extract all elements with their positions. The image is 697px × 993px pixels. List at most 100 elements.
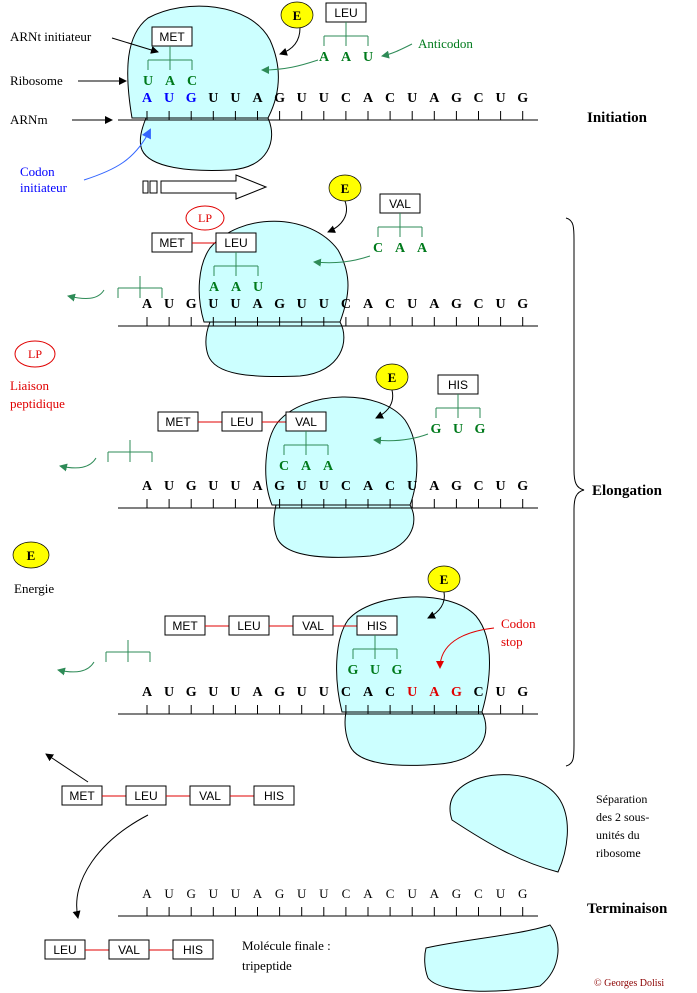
mrna-base-4: U — [208, 479, 218, 494]
ribosome-large-subunit-separated — [449, 774, 568, 873]
mrna-base-9: U — [319, 297, 329, 312]
mrna-base-13: U — [407, 685, 417, 700]
mrna-base-2: U — [164, 886, 174, 901]
anticodon-base: G — [348, 663, 359, 678]
amino-label-his: HIS — [448, 378, 468, 392]
lp-badge — [14, 340, 56, 368]
ribosome-small-subunit-separated — [424, 924, 559, 992]
mrna-base-12: C — [386, 886, 395, 901]
mrna-base-14: A — [430, 886, 440, 901]
mrna-base-17: U — [496, 685, 506, 700]
mrna-base-2: U — [164, 479, 174, 494]
mrna-base-14: A — [429, 479, 440, 494]
mrna-base-1: A — [142, 91, 153, 106]
mrna-base-11: A — [363, 479, 374, 494]
mrna-base-6: A — [252, 297, 263, 312]
anticodon-base: A — [301, 459, 312, 474]
mrna-base-6: A — [252, 91, 263, 106]
mrna-base-3: G — [187, 886, 196, 901]
mrna-base-10: C — [341, 297, 351, 312]
mrna-base-12: C — [385, 297, 395, 312]
label-separation-3: unités du — [596, 828, 640, 842]
mrna-base-6: A — [252, 479, 263, 494]
mrna-base-15: G — [451, 91, 462, 106]
amino-label-met: MET — [172, 619, 198, 633]
mrna-base-10: C — [342, 886, 351, 901]
label-anticodon: Anticodon — [418, 36, 473, 51]
mrna-base-8: U — [297, 297, 307, 312]
mrna-base-6: A — [253, 886, 263, 901]
mrna-base-16: C — [473, 479, 483, 494]
move-mark-1 — [142, 180, 149, 194]
anticodon-base: A — [395, 241, 406, 256]
amino-label-leu: LEU — [224, 236, 247, 250]
stage-elongation: Elongation — [592, 483, 663, 499]
mrna-base-2: U — [164, 91, 174, 106]
mrna-base-18: G — [517, 297, 528, 312]
mrna-base-3: G — [186, 685, 197, 700]
mrna-base-10: C — [341, 685, 351, 700]
anticodon-base: G — [475, 422, 486, 437]
mrna-base-7: G — [274, 685, 285, 700]
mrna-base-9: U — [319, 685, 329, 700]
elongation-bracket — [565, 217, 585, 767]
ribosome-small-subunit — [205, 321, 345, 378]
amino-label-his: HIS — [183, 943, 203, 957]
amino-label-met: MET — [159, 30, 185, 44]
anticodon-base: C — [373, 241, 383, 256]
label-separation-1: Séparation — [596, 792, 647, 806]
mrna-base-2: U — [164, 297, 174, 312]
mrna-base-8: U — [297, 685, 307, 700]
lp-label: LP — [198, 211, 212, 225]
copyright: © Georges Dolisi — [594, 978, 664, 989]
mrna-base-11: A — [363, 297, 374, 312]
energy-label: E — [341, 181, 350, 196]
anticodon-base: U — [143, 74, 153, 89]
amino-label-val: VAL — [295, 415, 317, 429]
mrna-base-18: G — [517, 685, 528, 700]
translocation-arrow — [160, 174, 268, 200]
empty-trna-exit — [107, 440, 153, 462]
mrna-base-3: G — [186, 479, 197, 494]
mrna-base-12: C — [385, 91, 395, 106]
amino-label-val: VAL — [302, 619, 324, 633]
label-arnt-initiateur: ARNt initiateur — [10, 29, 92, 44]
mrna-base-6: A — [252, 685, 263, 700]
mrna-base-13: U — [407, 479, 417, 494]
energy-label: E — [440, 572, 449, 587]
mrna-base-3: G — [186, 91, 197, 106]
mrna-base-4: U — [209, 886, 219, 901]
amino-box-met — [151, 26, 193, 47]
energy-badge — [280, 1, 314, 29]
energy-label: E — [388, 370, 397, 385]
mrna-base-7: G — [274, 91, 285, 106]
mrna-base-18: G — [517, 91, 528, 106]
mrna-base-15: G — [451, 685, 462, 700]
amino-label-leu: LEU — [334, 6, 357, 20]
label-codon-stop-2: stop — [501, 634, 523, 649]
stage-terminaison: Terminaison — [587, 901, 668, 917]
amino-label-his: HIS — [264, 789, 284, 803]
amino-label-leu: LEU — [134, 789, 157, 803]
mrna-base-18: G — [517, 479, 528, 494]
mrna-base-11: A — [363, 886, 373, 901]
amino-box-his — [253, 785, 295, 806]
anticodon-base: U — [363, 50, 373, 65]
legend-lp: LP Liaison peptidique — [10, 340, 65, 411]
amino-label-met: MET — [159, 236, 185, 250]
mrna-base-1: A — [142, 685, 153, 700]
anticodon-base: A — [165, 74, 176, 89]
mrna-base-16: C — [473, 685, 483, 700]
mrna-base-9: U — [319, 479, 329, 494]
